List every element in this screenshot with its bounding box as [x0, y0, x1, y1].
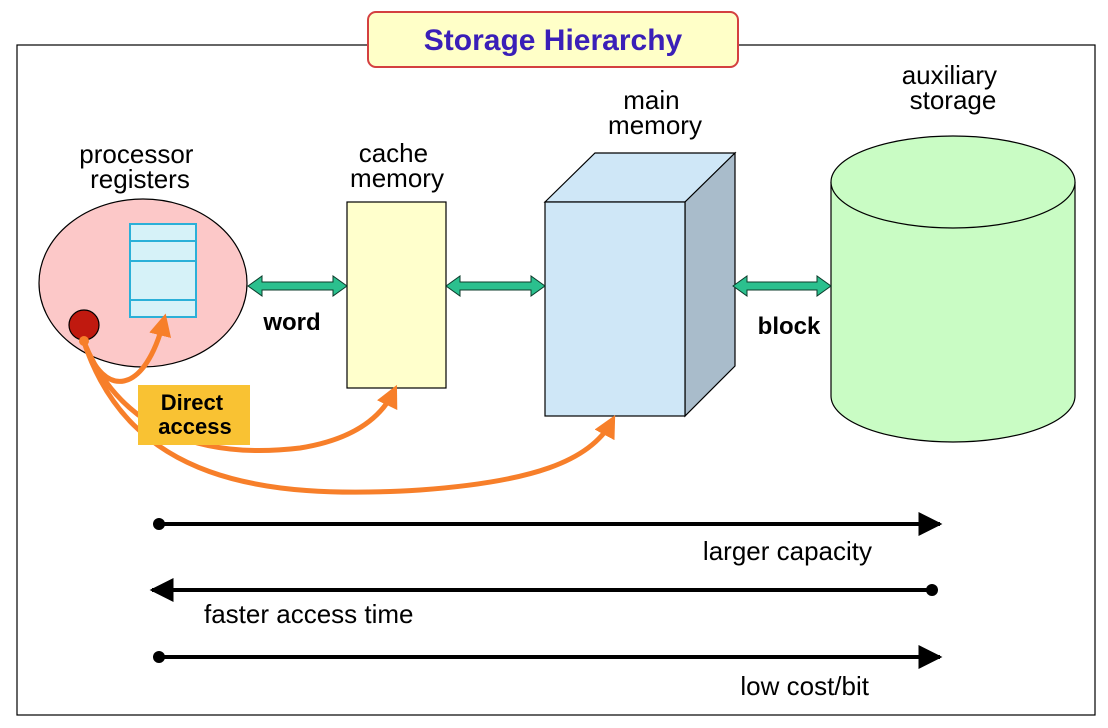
auxiliary-label-line1: auxiliary [902, 60, 997, 90]
trend-arrow-cost [153, 645, 943, 669]
direct-access-arrow-cache [81, 339, 398, 453]
processor-label-line1: processor [79, 139, 193, 169]
main-memory-label-line1: main [623, 85, 679, 115]
cache-label: cache memory [350, 138, 444, 193]
auxiliary-storage: auxiliary storage [830, 60, 1076, 443]
auxiliary-label-line2: storage [910, 85, 997, 115]
access-time-label: faster access time [204, 599, 414, 629]
cache-label-line2: memory [350, 163, 444, 193]
processor-label: processor registers [79, 139, 200, 194]
diagram-title: Storage Hierarchy [424, 24, 683, 57]
cache-box [346, 201, 447, 389]
bus-arrow-registers-cache [247, 275, 348, 297]
direct-access-box [138, 385, 250, 445]
cpu-dot [68, 309, 100, 341]
register-file [129, 223, 197, 318]
cost-label: low cost/bit [740, 671, 869, 701]
capacity-label: larger capacity [703, 536, 872, 566]
cache-label-line1: cache [359, 138, 428, 168]
auxiliary-label: auxiliary storage [902, 60, 1005, 115]
trend-arrow-capacity [153, 512, 943, 536]
bus-arrow-main-auxiliary [732, 275, 832, 297]
main-memory-front [544, 201, 686, 417]
direct-access-label: Direct access [158, 390, 231, 439]
main-memory-label: main memory [608, 85, 702, 140]
processor-registers: processor registers [38, 139, 248, 368]
direct-access-label-line1: Direct [161, 390, 224, 415]
cache-memory: cache memory [346, 138, 447, 389]
word-label: word [262, 309, 320, 336]
direct-access-origin [79, 336, 89, 346]
main-memory: main memory [543, 85, 737, 418]
auxiliary-cylinder-body [830, 182, 1076, 443]
block-label: block [758, 313, 821, 340]
processor-label-line2: registers [90, 164, 190, 194]
trend-arrow-access-time [149, 578, 938, 602]
title-box [367, 11, 739, 68]
bus-arrow-cache-main [445, 275, 546, 297]
main-memory-label-line2: memory [608, 110, 702, 140]
auxiliary-cylinder-top [830, 135, 1076, 229]
direct-access-label-line2: access [158, 414, 231, 439]
